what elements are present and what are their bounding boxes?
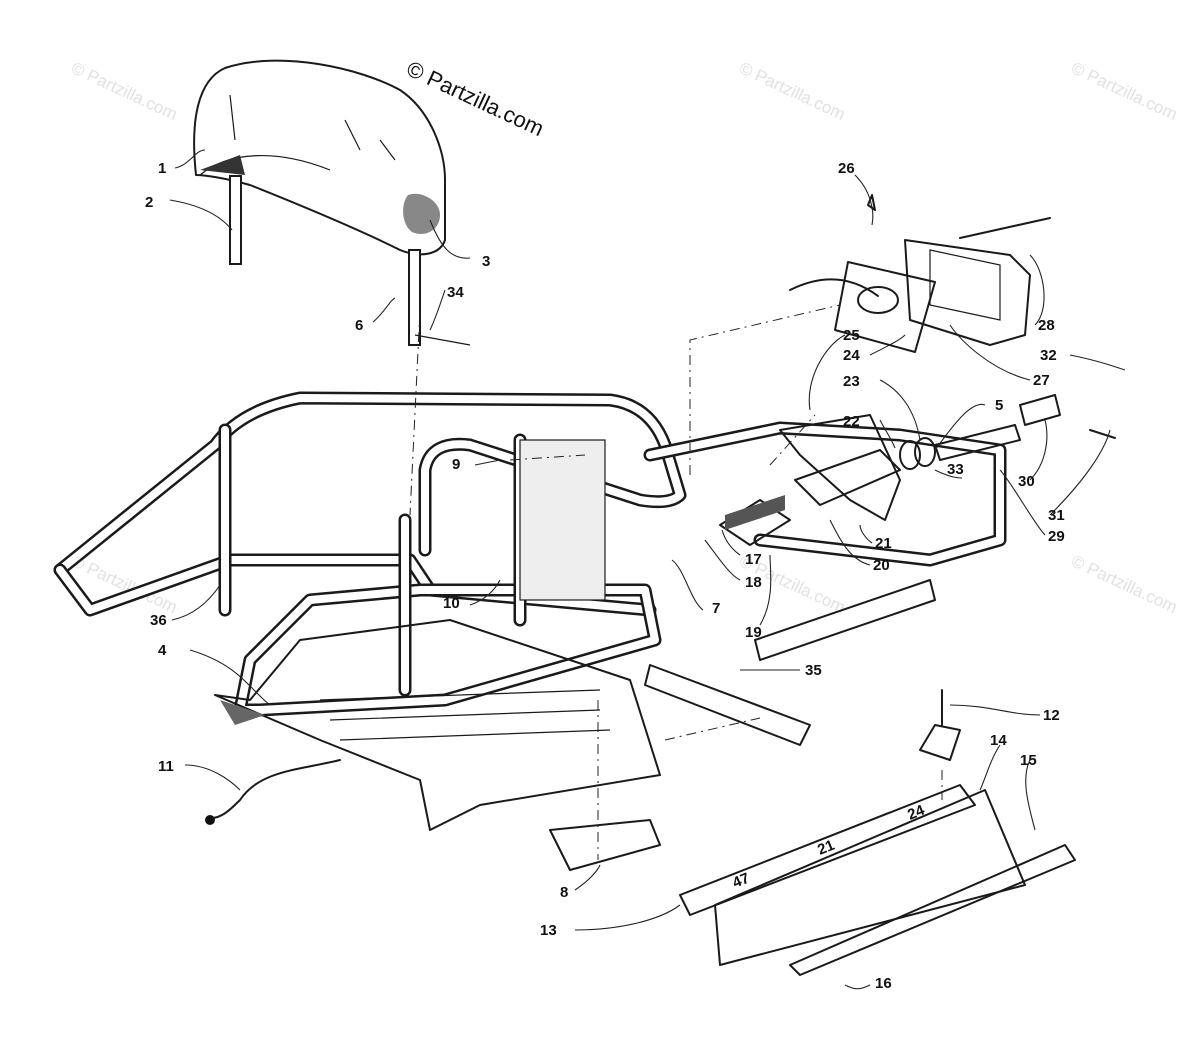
spring-assembly-drawing: [719, 394, 1116, 546]
part-label-34: 34: [447, 284, 464, 301]
tail-light-drawing: [789, 194, 1051, 353]
watermark-top-left: © Partzilla.com: [68, 58, 180, 124]
part-label-7: 7: [712, 600, 720, 617]
backrest-drawing: [193, 59, 446, 256]
part-label-32: 32: [1040, 347, 1057, 364]
part-label-26: 26: [838, 160, 855, 177]
part-label-35: 35: [805, 662, 822, 679]
part-label-24: 24: [843, 347, 860, 364]
part-label-31: 31: [1048, 507, 1065, 524]
part-label-27: 27: [1033, 372, 1050, 389]
watermark-mid-right: © Partzilla.com: [1068, 551, 1180, 617]
part-label-28: 28: [1038, 317, 1055, 334]
part-label-25: 25: [843, 327, 860, 344]
backrest-posts: [229, 175, 471, 346]
panel-markings: 47 21 24: [730, 801, 927, 891]
part-label-19: 19: [745, 624, 762, 641]
part-labels: 1 2 3 4 5 6 7 8 9 10 11 12 13 14 15 16 1…: [145, 160, 1065, 992]
part-label-10: 10: [443, 595, 460, 612]
part-label-29: 29: [1048, 528, 1065, 545]
part-label-13: 13: [540, 922, 557, 939]
part-label-20: 20: [873, 557, 890, 574]
part-label-15: 15: [1020, 752, 1037, 769]
panel-marking-47: 47: [730, 870, 752, 892]
part-label-5: 5: [995, 397, 1003, 414]
watermark-top-right: © Partzilla.com: [1068, 58, 1180, 124]
part-label-22: 22: [843, 413, 860, 430]
part-label-16: 16: [875, 975, 892, 992]
part-label-6: 6: [355, 317, 363, 334]
watermark-top-center: © Partzilla.com: [736, 58, 848, 124]
part-label-9: 9: [452, 456, 460, 473]
part-label-8: 8: [560, 884, 568, 901]
part-label-33: 33: [947, 461, 964, 478]
floor-pan-drawing: [214, 619, 661, 831]
part-label-14: 14: [990, 732, 1007, 749]
panel-marking-21: 21: [815, 837, 837, 859]
side-panel-drawing: [205, 579, 1076, 976]
part-label-11: 11: [158, 758, 174, 775]
leader-lines: [169, 149, 1126, 990]
part-label-30: 30: [1018, 473, 1035, 490]
copyright-notice: © Partzilla.com: [403, 56, 548, 141]
part-label-1: 1: [158, 160, 166, 177]
part-label-4: 4: [158, 642, 167, 659]
seat-frame-drawing: [53, 391, 1007, 717]
part-label-12: 12: [1043, 707, 1060, 724]
part-label-36: 36: [150, 612, 167, 629]
alignment-lines: [409, 304, 943, 860]
part-label-18: 18: [745, 574, 762, 591]
part-label-23: 23: [843, 373, 860, 390]
panel-marking-24: 24: [905, 801, 927, 823]
part-label-2: 2: [145, 194, 153, 211]
part-label-3: 3: [482, 253, 490, 270]
part-label-17: 17: [745, 551, 762, 568]
part-label-21: 21: [875, 535, 892, 552]
